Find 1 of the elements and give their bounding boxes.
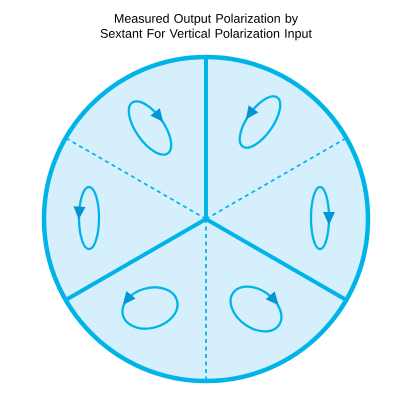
- title: Measured Output Polarization by Sextant For Vertical Polarization Input: [100, 14, 312, 40]
